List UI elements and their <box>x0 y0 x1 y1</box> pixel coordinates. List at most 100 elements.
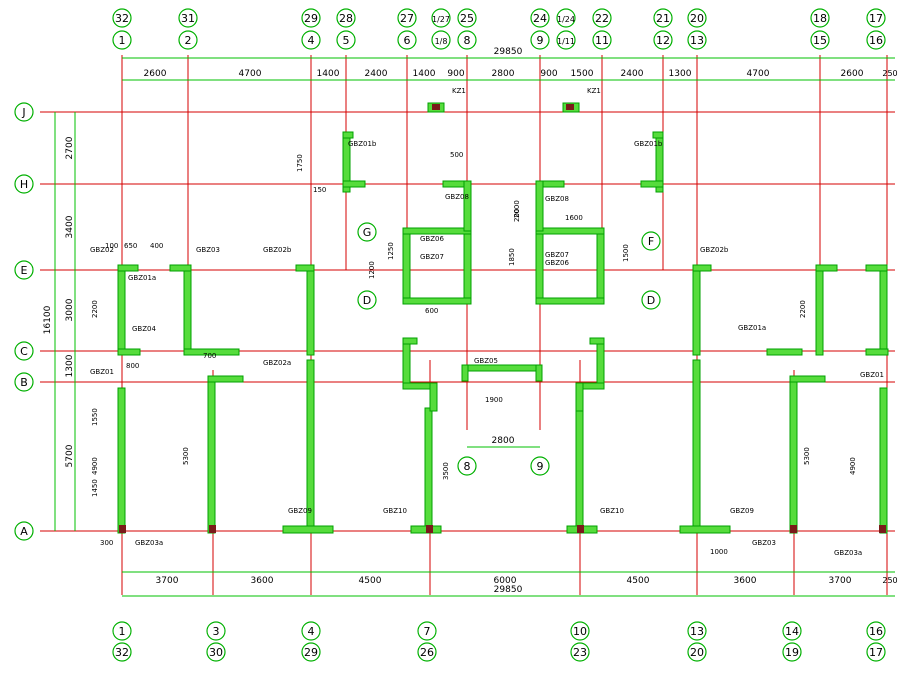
axis-label: 13 <box>690 34 704 47</box>
bottom-dim: 4500 <box>359 576 382 586</box>
bottom-dim: 6000 <box>494 576 517 586</box>
axis-label: 31 <box>181 12 195 25</box>
local-dim: 1750 <box>296 154 304 172</box>
axis-label: 20 <box>690 646 704 659</box>
axis-label: 8 <box>464 460 471 473</box>
wall-label: GBZ02a <box>263 359 291 367</box>
wall-label: GBZ10 <box>383 507 407 515</box>
axis-label: 12 <box>656 34 670 47</box>
local-dim: 2200 <box>799 300 807 318</box>
wall-label: GBZ09 <box>288 507 312 515</box>
wall-label: GBZ01 <box>860 371 884 379</box>
axis-label: 32 <box>115 646 129 659</box>
axis-label: 19 <box>785 646 799 659</box>
local-dim: 1000 <box>710 548 728 556</box>
wall-label: GBZ10 <box>600 507 624 515</box>
axis-label: 8 <box>464 34 471 47</box>
top-dim: 2600 <box>144 69 167 79</box>
bottom-dim: 3600 <box>251 576 274 586</box>
wall-label: GBZ02 <box>90 246 114 254</box>
axis-label: 13 <box>690 625 704 638</box>
local-dim: 500 <box>450 151 463 159</box>
axis-label: J <box>21 106 25 119</box>
wall-label: GBZ09 <box>730 507 754 515</box>
axis-label: 29 <box>304 12 318 25</box>
bottom-dim: 3700 <box>156 576 179 586</box>
wall-label: GBZ05 <box>474 357 498 365</box>
axis-label: 4 <box>308 34 315 47</box>
bottom-dim: 3600 <box>734 576 757 586</box>
local-dim: 2200 <box>91 300 99 318</box>
axis-label: 1/11 <box>557 37 575 46</box>
wall-label: GBZ01b <box>634 140 663 148</box>
axis-label: 5 <box>343 34 350 47</box>
wall-label: GBZ03 <box>196 246 220 254</box>
left-dim: 2700 <box>65 136 75 159</box>
local-dim: 4900 <box>849 457 857 475</box>
wall-label: GBZ01a <box>128 274 156 282</box>
local-dim: 700 <box>203 352 216 360</box>
local-dim: 400 <box>150 242 163 250</box>
wall-label: GBZ03a <box>834 549 862 557</box>
local-dim: 800 <box>126 362 139 370</box>
inner-axis-bubbles: G D F D 8 9 <box>357 222 661 476</box>
wall-label: GBZ06 <box>545 259 569 267</box>
axis-label: 21 <box>656 12 670 25</box>
top-dim: 900 <box>540 69 557 79</box>
wall-label: GBZ08 <box>445 193 469 201</box>
top-axis-bubbles: 32 31 29 28 27 1/27 25 24 1/24 22 21 20 … <box>112 8 886 50</box>
column-marks <box>119 104 886 533</box>
grid-lines <box>40 55 895 595</box>
wall-label: GBZ03 <box>752 539 776 547</box>
top-dim: 1300 <box>669 69 692 79</box>
axis-label: F <box>648 235 654 248</box>
left-dim: 3000 <box>65 298 75 321</box>
top-dims: 2600 4700 1400 2400 1400 900 2800 900 15… <box>144 69 898 79</box>
axis-label: 23 <box>573 646 587 659</box>
axis-label: 4 <box>308 625 315 638</box>
local-dim: 150 <box>313 186 326 194</box>
dim-overall-left: 16100 <box>43 305 53 334</box>
axis-label: 27 <box>400 12 414 25</box>
wall-label: GBZ02b <box>700 246 729 254</box>
axis-label: 26 <box>420 646 434 659</box>
local-dims: 650 400 100 800 700 600 300 1000 1600 18… <box>91 151 857 556</box>
top-dim: 4700 <box>239 69 262 79</box>
axis-label: 3 <box>213 625 220 638</box>
left-dim: 3400 <box>65 215 75 238</box>
axis-label: B <box>20 376 28 389</box>
row-axis-bubbles: J H E C B A <box>14 102 34 541</box>
bottom-dim: 3700 <box>829 576 852 586</box>
axis-label: 25 <box>460 12 474 25</box>
top-dim: 2600 <box>841 69 864 79</box>
axis-label: 16 <box>869 625 883 638</box>
axis-label: 2 <box>185 34 192 47</box>
axis-label: H <box>20 178 28 191</box>
axis-label: 28 <box>339 12 353 25</box>
top-dim: 900 <box>447 69 464 79</box>
axis-label: 1 <box>119 34 126 47</box>
axis-label: D <box>363 294 371 307</box>
axis-label: G <box>363 226 372 239</box>
top-dim: 2400 <box>621 69 644 79</box>
top-dim: 1500 <box>571 69 594 79</box>
local-dim: 1600 <box>565 214 583 222</box>
axis-label: 29 <box>304 646 318 659</box>
axis-label: C <box>20 345 28 358</box>
axis-label: 17 <box>869 646 883 659</box>
axis-label: 7 <box>424 625 431 638</box>
overall-dims: 29850 29850 16100 2800 <box>43 47 523 595</box>
top-dim: 1400 <box>413 69 436 79</box>
bottom-axis-bubbles: 1 3 4 7 10 13 14 16 32 30 29 26 23 20 19… <box>112 621 886 662</box>
local-dim: 5300 <box>182 447 190 465</box>
local-dim: 5300 <box>803 447 811 465</box>
axis-label: 15 <box>813 34 827 47</box>
axis-label: 20 <box>690 12 704 25</box>
wall-label: GBZ02b <box>263 246 292 254</box>
left-dim: 1300 <box>65 354 75 377</box>
axis-label: E <box>21 264 28 277</box>
axis-label: 1/27 <box>432 15 450 24</box>
local-dim: 600 <box>425 307 438 315</box>
local-dim: 1450 <box>91 479 99 497</box>
